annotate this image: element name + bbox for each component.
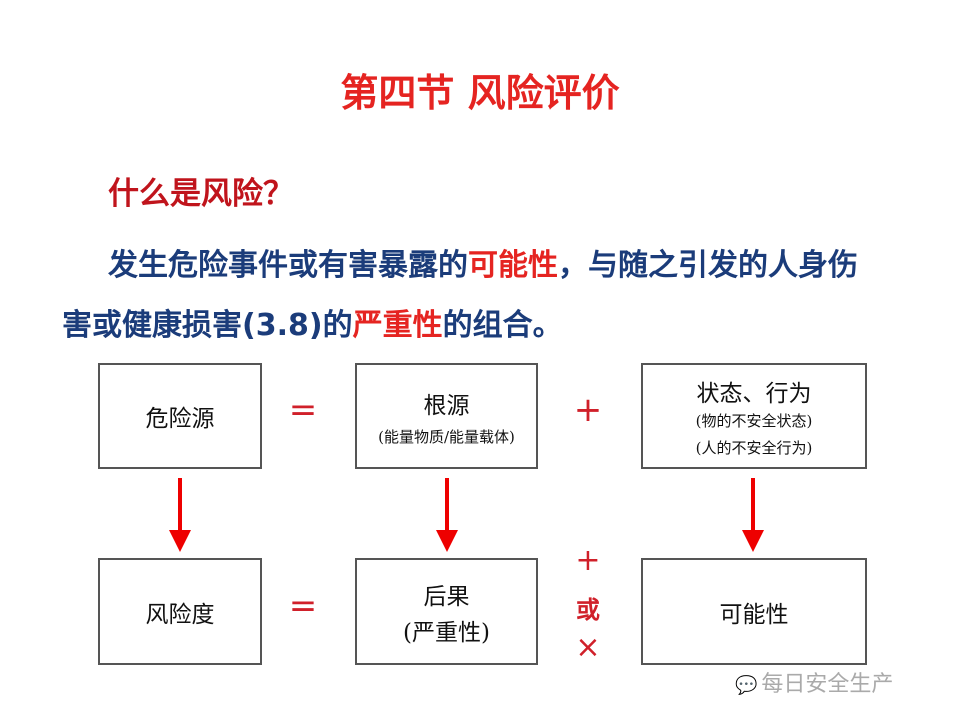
question-heading: 什么是风险？	[108, 176, 294, 212]
root-source-box: 根源 (能量物质/能量载体)	[355, 363, 538, 469]
definition-text: 的组合。	[442, 308, 563, 343]
down-arrow-icon	[169, 478, 191, 552]
equals-sign: =	[288, 390, 318, 430]
box-label: 后果	[423, 583, 470, 610]
down-arrow-icon	[742, 478, 764, 552]
highlight-possibility: 可能性	[468, 248, 558, 283]
highlight-severity: 严重性	[352, 308, 443, 343]
watermark: 💬每日安全生产	[735, 666, 893, 698]
or-label: 或	[576, 596, 600, 624]
definition-line-1: 发生危险事件或有害暴露的可能性，与随之引发的人身伤	[108, 240, 858, 284]
hazard-source-box: 危险源	[98, 363, 262, 469]
plus-sign: +	[575, 543, 601, 578]
box-sublabel: (人的不安全行为)	[695, 439, 813, 457]
state-behavior-box: 状态、行为 (物的不安全状态) (人的不安全行为)	[641, 363, 867, 469]
definition-text: ，与随之引发的人身伤	[558, 248, 858, 283]
box-label: 可能性	[719, 601, 789, 628]
box-sublabel: (严重性)	[403, 619, 490, 646]
box-label: 风险度	[145, 601, 215, 628]
definition-line-2: 害或健康损害(3.8)的严重性的组合。	[62, 300, 563, 344]
page-title: 第四节 风险评价	[340, 71, 620, 115]
box-label: 根源	[423, 392, 470, 419]
wechat-icon: 💬	[735, 675, 758, 696]
consequence-box: 后果 (严重性)	[355, 558, 538, 665]
down-arrow-icon	[436, 478, 458, 552]
box-label: 状态、行为	[696, 381, 812, 407]
risk-degree-box: 风险度	[98, 558, 262, 665]
box-sublabel: (物的不安全状态)	[695, 412, 813, 430]
possibility-box: 可能性	[641, 558, 867, 665]
definition-text: 害或健康损害(3.8)的	[62, 308, 353, 343]
equals-sign: =	[288, 586, 318, 626]
watermark-text: 每日安全生产	[761, 672, 894, 697]
box-label: 危险源	[145, 406, 215, 432]
box-sublabel: (能量物质/能量载体)	[378, 427, 515, 446]
times-sign: ×	[575, 630, 601, 665]
plus-sign: +	[573, 390, 603, 430]
definition-text: 发生危险事件或有害暴露的	[108, 248, 468, 283]
